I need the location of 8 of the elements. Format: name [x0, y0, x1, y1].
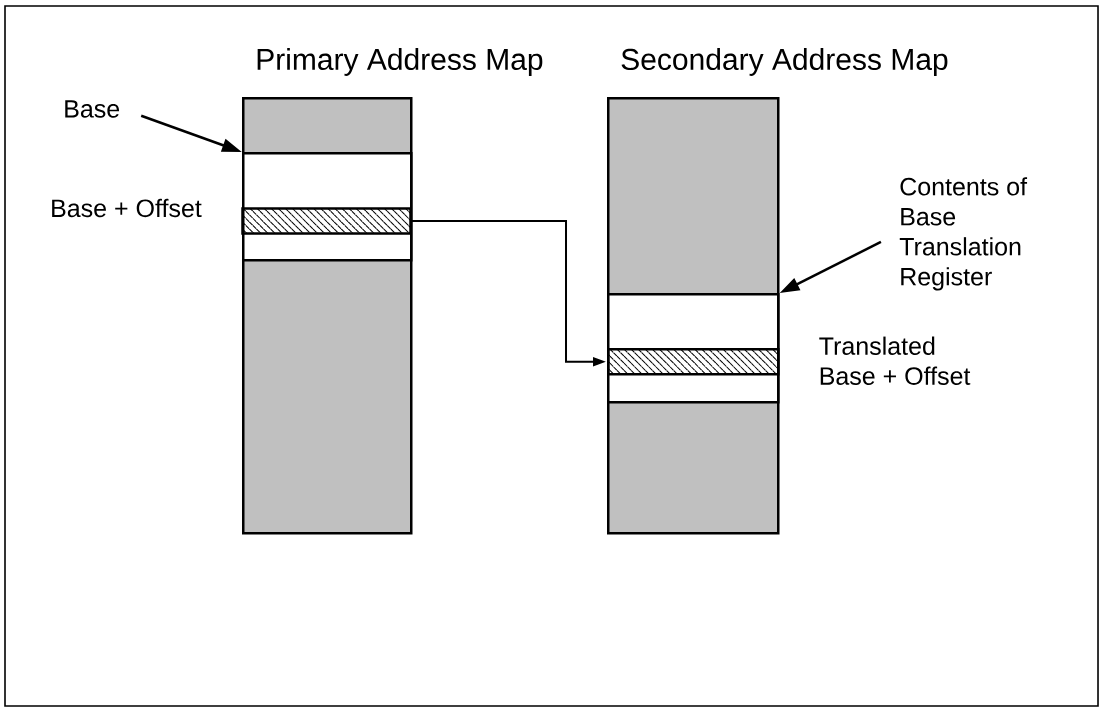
callout-text: Base — [65, 100, 120, 118]
memory-band — [242, 152, 413, 262]
column-heading: Primary Address Map — [257, 48, 543, 76]
column-heading: Secondary Address Map — [621, 48, 948, 76]
side-label: Translated Base + Offset — [819, 336, 971, 385]
side-label: Base + Offset — [52, 198, 202, 218]
memory-band — [607, 293, 780, 404]
callout-text: Contents of Base Translation Register — [899, 177, 1028, 291]
